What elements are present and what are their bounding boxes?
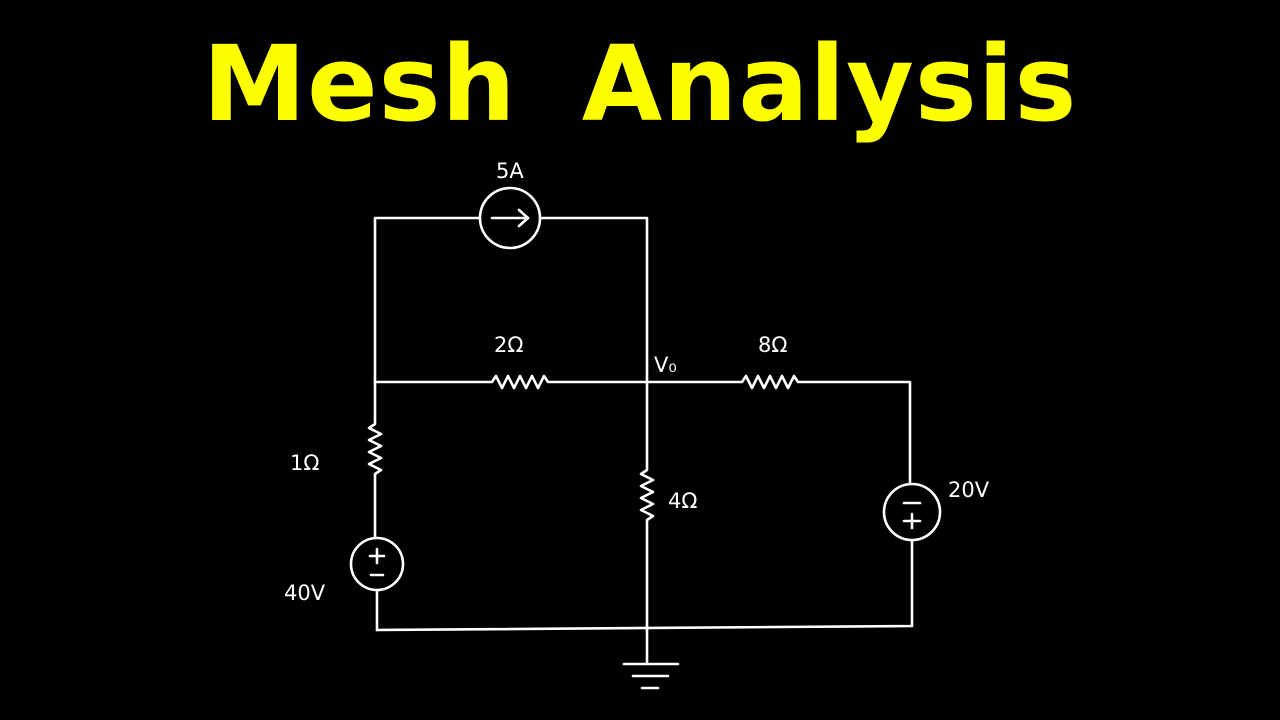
voltage-source-20v <box>375 482 942 632</box>
resistor-1ohm <box>367 380 383 540</box>
top-wire <box>373 216 649 384</box>
ground-icon <box>622 628 680 690</box>
voltage-source-20v-label: 20V <box>948 478 990 502</box>
resistor-4ohm <box>639 380 655 632</box>
voltage-source-40v-label: 40V <box>284 581 326 605</box>
resistor-2ohm <box>373 374 649 390</box>
resistor-8ohm-label: 8Ω <box>758 333 787 357</box>
resistor-2ohm-label: 2Ω <box>494 333 523 357</box>
current-source-label: 5A <box>496 159 524 183</box>
current-source-5a <box>478 186 542 250</box>
voltage-source-40v <box>349 536 405 632</box>
resistor-8ohm <box>645 374 912 484</box>
page-title: Mesh Analysis <box>202 23 1078 145</box>
resistor-4ohm-label: 4Ω <box>668 489 697 513</box>
node-v0-label: V₀ <box>654 353 677 377</box>
resistor-1ohm-label: 1Ω <box>290 451 319 475</box>
